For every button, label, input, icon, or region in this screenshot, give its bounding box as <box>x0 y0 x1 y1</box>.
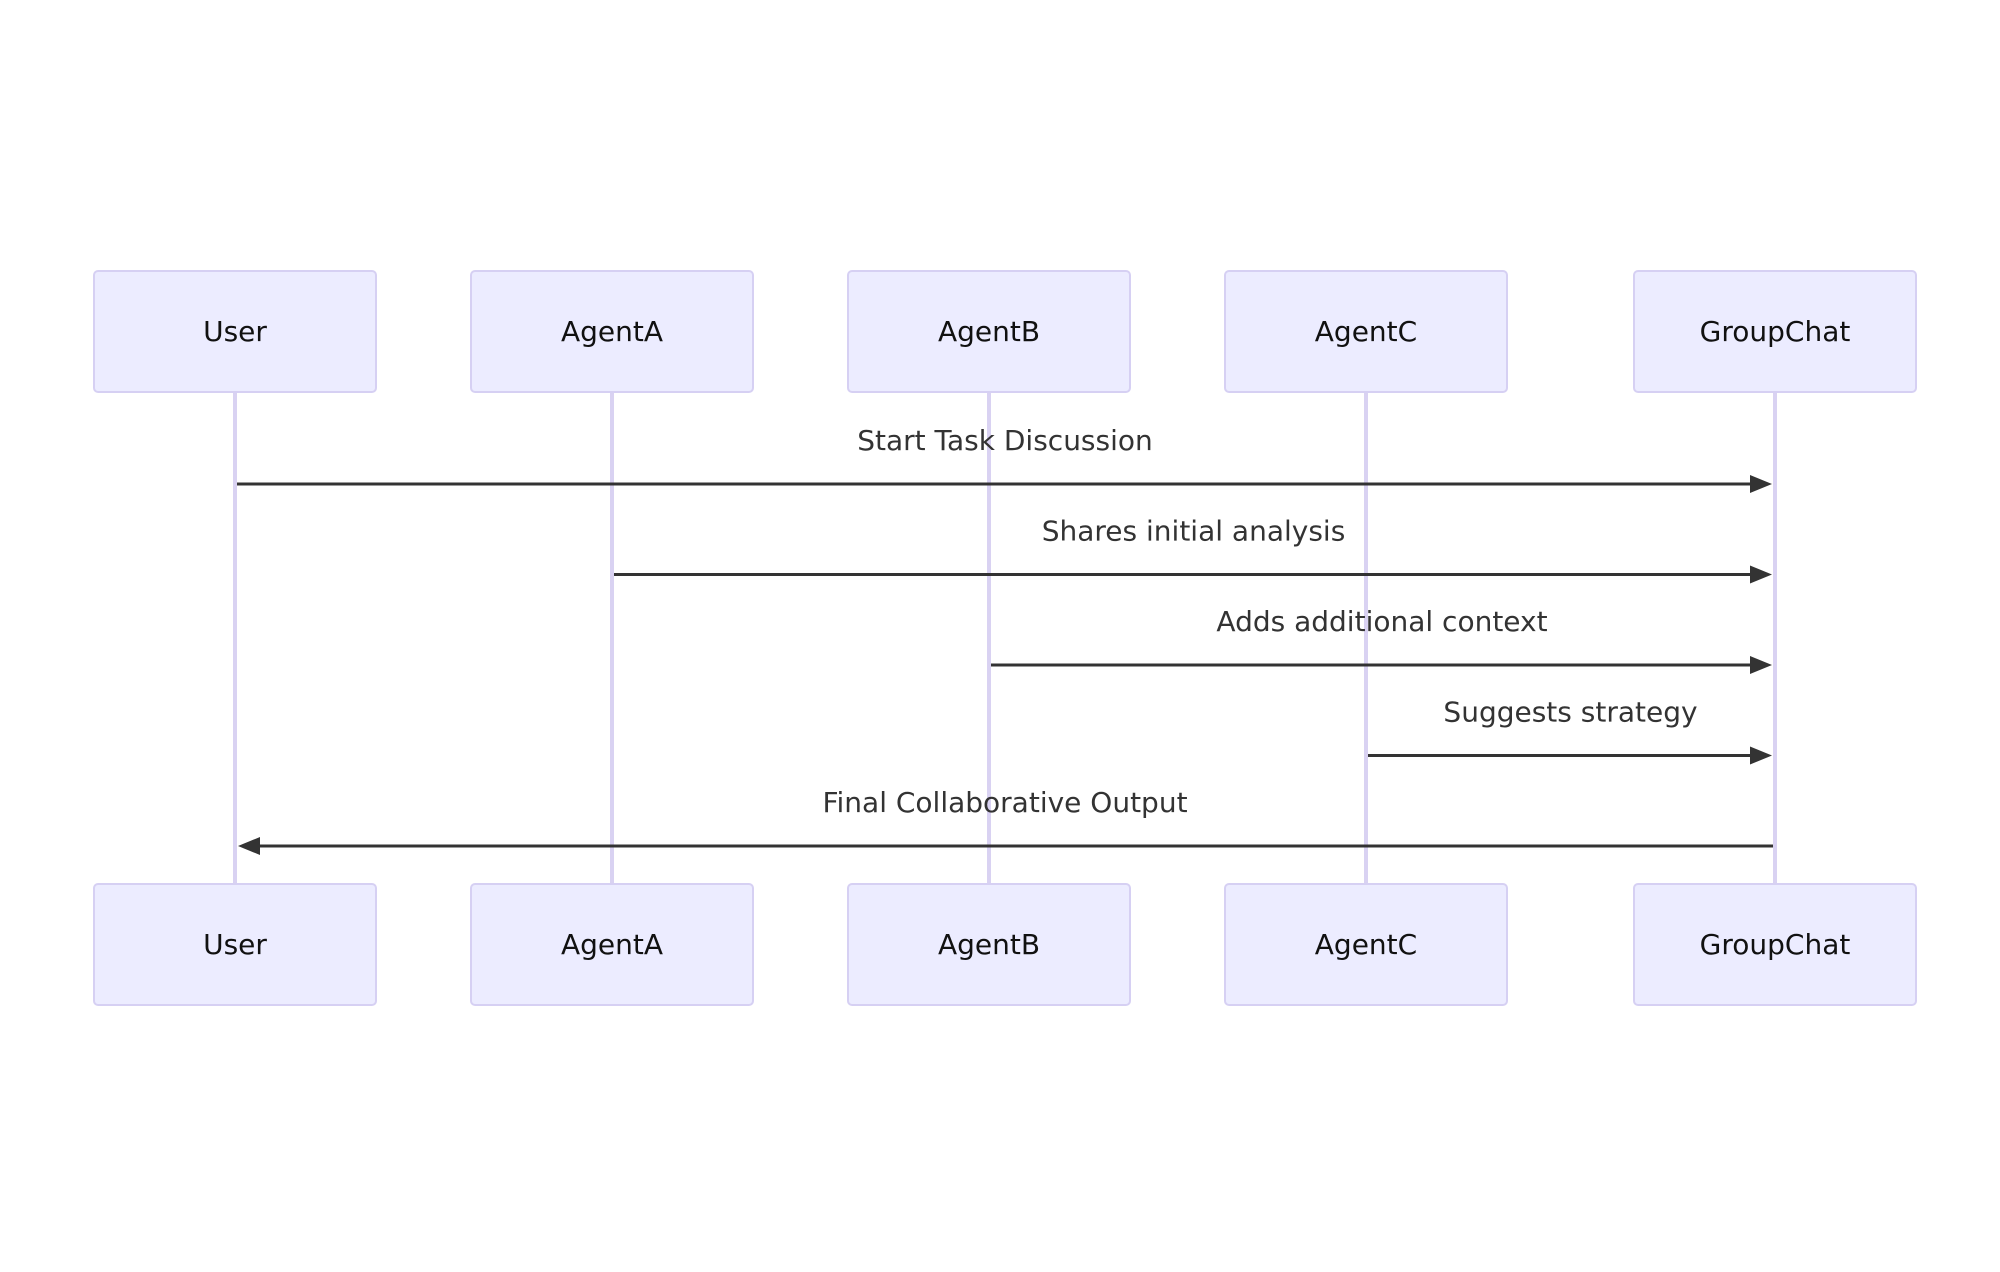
actor-box <box>1633 883 1917 1006</box>
actor-label: User <box>203 315 267 348</box>
actor-top-agentc: AgentC <box>1224 270 1508 393</box>
message-label: Adds additional context <box>1216 605 1547 638</box>
actor-label: AgentB <box>938 928 1040 961</box>
arrowhead-icon <box>1750 475 1772 493</box>
actor-box <box>93 883 377 1006</box>
actor-box <box>1224 270 1508 393</box>
actor-top-agentb: AgentB <box>847 270 1131 393</box>
actor-top-groupchat: GroupChat <box>1633 270 1917 393</box>
actor-label: GroupChat <box>1700 315 1851 348</box>
actors-bottom: User AgentA AgentB AgentC GroupChat <box>93 883 1917 1006</box>
arrowhead-icon <box>1750 746 1772 765</box>
actor-box <box>470 883 754 1006</box>
actor-box <box>470 270 754 393</box>
actor-box <box>93 270 377 393</box>
actor-label: AgentA <box>561 315 663 348</box>
actor-top-user: User <box>93 270 377 393</box>
actor-bottom-agentb: AgentB <box>847 883 1131 1006</box>
message-5: Final Collaborative Output <box>238 786 1773 855</box>
actor-label: User <box>203 928 267 961</box>
actor-label: AgentC <box>1315 315 1417 348</box>
arrowhead-icon <box>1750 565 1772 584</box>
actor-bottom-user: User <box>93 883 377 1006</box>
actors-top: User AgentA AgentB AgentC GroupChat <box>93 270 1917 393</box>
message-label: Start Task Discussion <box>857 424 1153 457</box>
arrowhead-icon <box>1750 656 1772 674</box>
message-2: Shares initial analysis <box>614 515 1772 584</box>
actor-label: AgentA <box>561 928 663 961</box>
actor-label: GroupChat <box>1700 928 1851 961</box>
actor-bottom-agentc: AgentC <box>1224 883 1508 1006</box>
message-label: Final Collaborative Output <box>822 786 1187 819</box>
lifelines <box>233 392 1777 884</box>
message-3: Adds additional context <box>991 605 1772 674</box>
arrowhead-icon <box>238 837 260 855</box>
actor-top-agenta: AgentA <box>470 270 754 393</box>
actor-label: AgentC <box>1315 928 1417 961</box>
actor-box <box>847 270 1131 393</box>
message-4: Suggests strategy <box>1368 696 1772 765</box>
actor-box <box>1224 883 1508 1006</box>
actor-label: AgentB <box>938 315 1040 348</box>
message-label: Shares initial analysis <box>1042 515 1346 548</box>
message-1: Start Task Discussion <box>237 424 1772 493</box>
actor-box <box>847 883 1131 1006</box>
message-label: Suggests strategy <box>1443 696 1697 729</box>
actor-bottom-groupchat: GroupChat <box>1633 883 1917 1006</box>
actor-bottom-agenta: AgentA <box>470 883 754 1006</box>
actor-box <box>1633 270 1917 393</box>
